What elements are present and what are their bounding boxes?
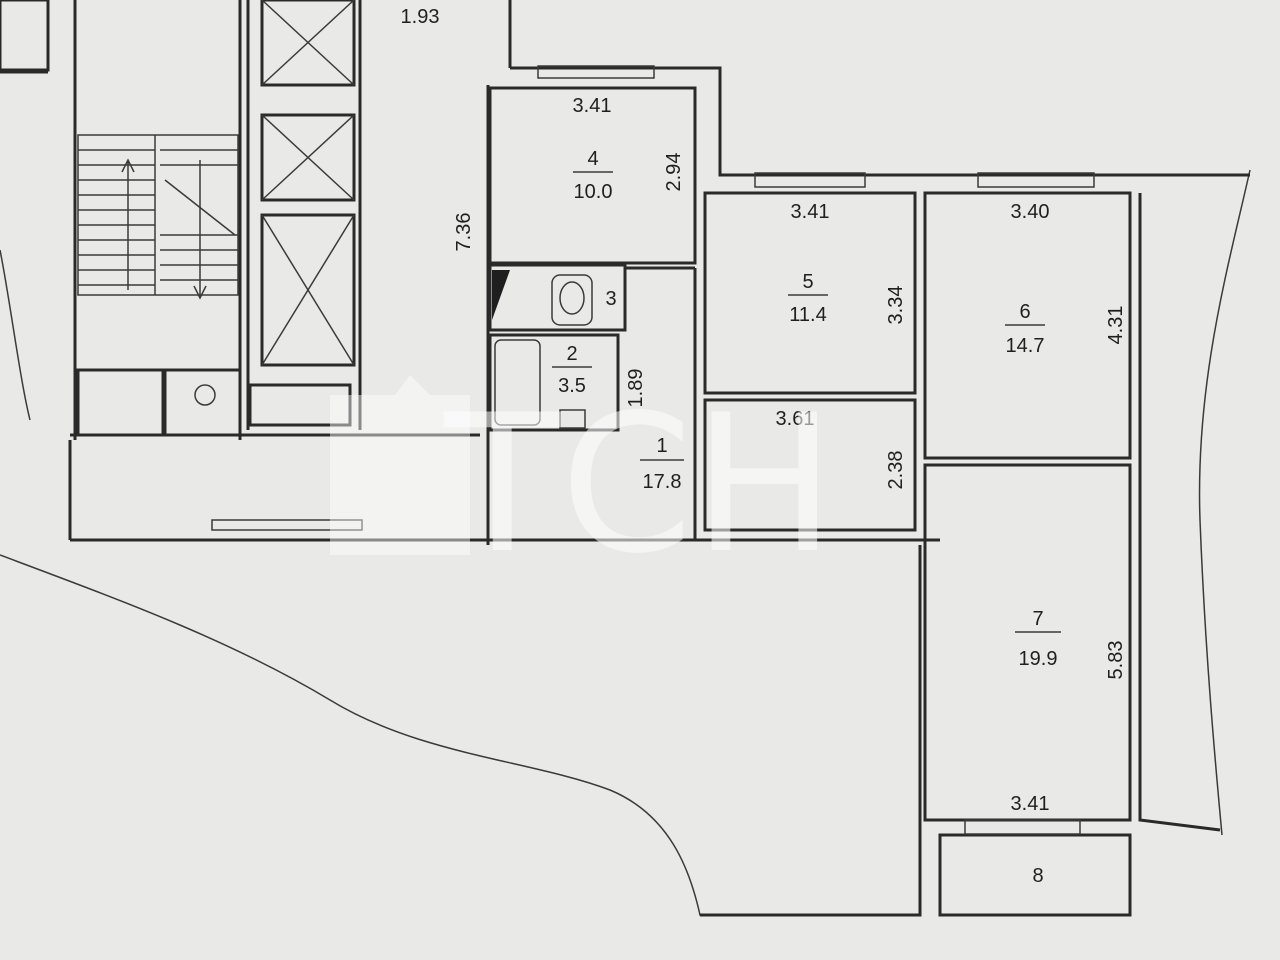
dimension-room7-depth: 5.83 (1105, 641, 1127, 680)
room-number: 3 (605, 288, 616, 310)
room-number: 1 (656, 435, 667, 457)
room-area: 11.4 (789, 304, 826, 326)
exterior-curve-left (0, 249, 31, 421)
room-6-label: 6 14.7 (1005, 301, 1045, 357)
room-number: 5 (802, 271, 813, 293)
dimension-room2-depth: 1.89 (625, 369, 647, 408)
room-3-label: 3 (605, 288, 616, 310)
dimension-hall-depth: 2.38 (885, 451, 907, 490)
building-walls (0, 0, 1250, 917)
room-number: 6 (1019, 301, 1030, 323)
room-2-label: 2 3.5 (552, 343, 592, 397)
room-area: 17.8 (643, 471, 682, 493)
room-1-label: 1 17.8 (640, 435, 684, 493)
room-8-label: 8 (1032, 865, 1043, 887)
room-area: 19.9 (1019, 648, 1058, 670)
dimension-room4-depth: 2.94 (663, 153, 685, 192)
room-area: 3.5 (558, 375, 586, 397)
room-number: 2 (566, 343, 577, 365)
dimension-room5-depth: 3.34 (885, 286, 907, 325)
room-area: 14.7 (1006, 335, 1045, 357)
room-number: 4 (587, 148, 598, 170)
elevator-shafts (246, 0, 362, 430)
stair-core (0, 0, 242, 440)
dimension-room7-width: 3.41 (1011, 793, 1050, 815)
room-area: 10.0 (574, 181, 613, 203)
watermark: ТСН (330, 374, 836, 595)
dimension-corridor-side: 7.36 (453, 213, 475, 252)
dimension-room6-width: 3.40 (1011, 201, 1050, 223)
dimension-hall-width: 3.61 (776, 408, 815, 430)
room-number: 7 (1032, 608, 1043, 630)
dimension-room6-depth: 4.31 (1105, 306, 1127, 345)
room-4-label: 4 10.0 (573, 148, 613, 203)
dimension-room5-width: 3.41 (791, 201, 830, 223)
room-5-label: 5 11.4 (788, 271, 828, 326)
room-number: 8 (1032, 865, 1043, 887)
exterior-curve (0, 554, 920, 916)
dimension-corridor-top: 1.93 (401, 6, 440, 28)
watermark-text: ТСН (443, 374, 836, 595)
staircase (77, 134, 239, 300)
room-7-label: 7 19.9 (1015, 608, 1061, 670)
dimension-room4-width: 3.41 (573, 95, 612, 117)
exterior-curve-right (1198, 169, 1251, 836)
